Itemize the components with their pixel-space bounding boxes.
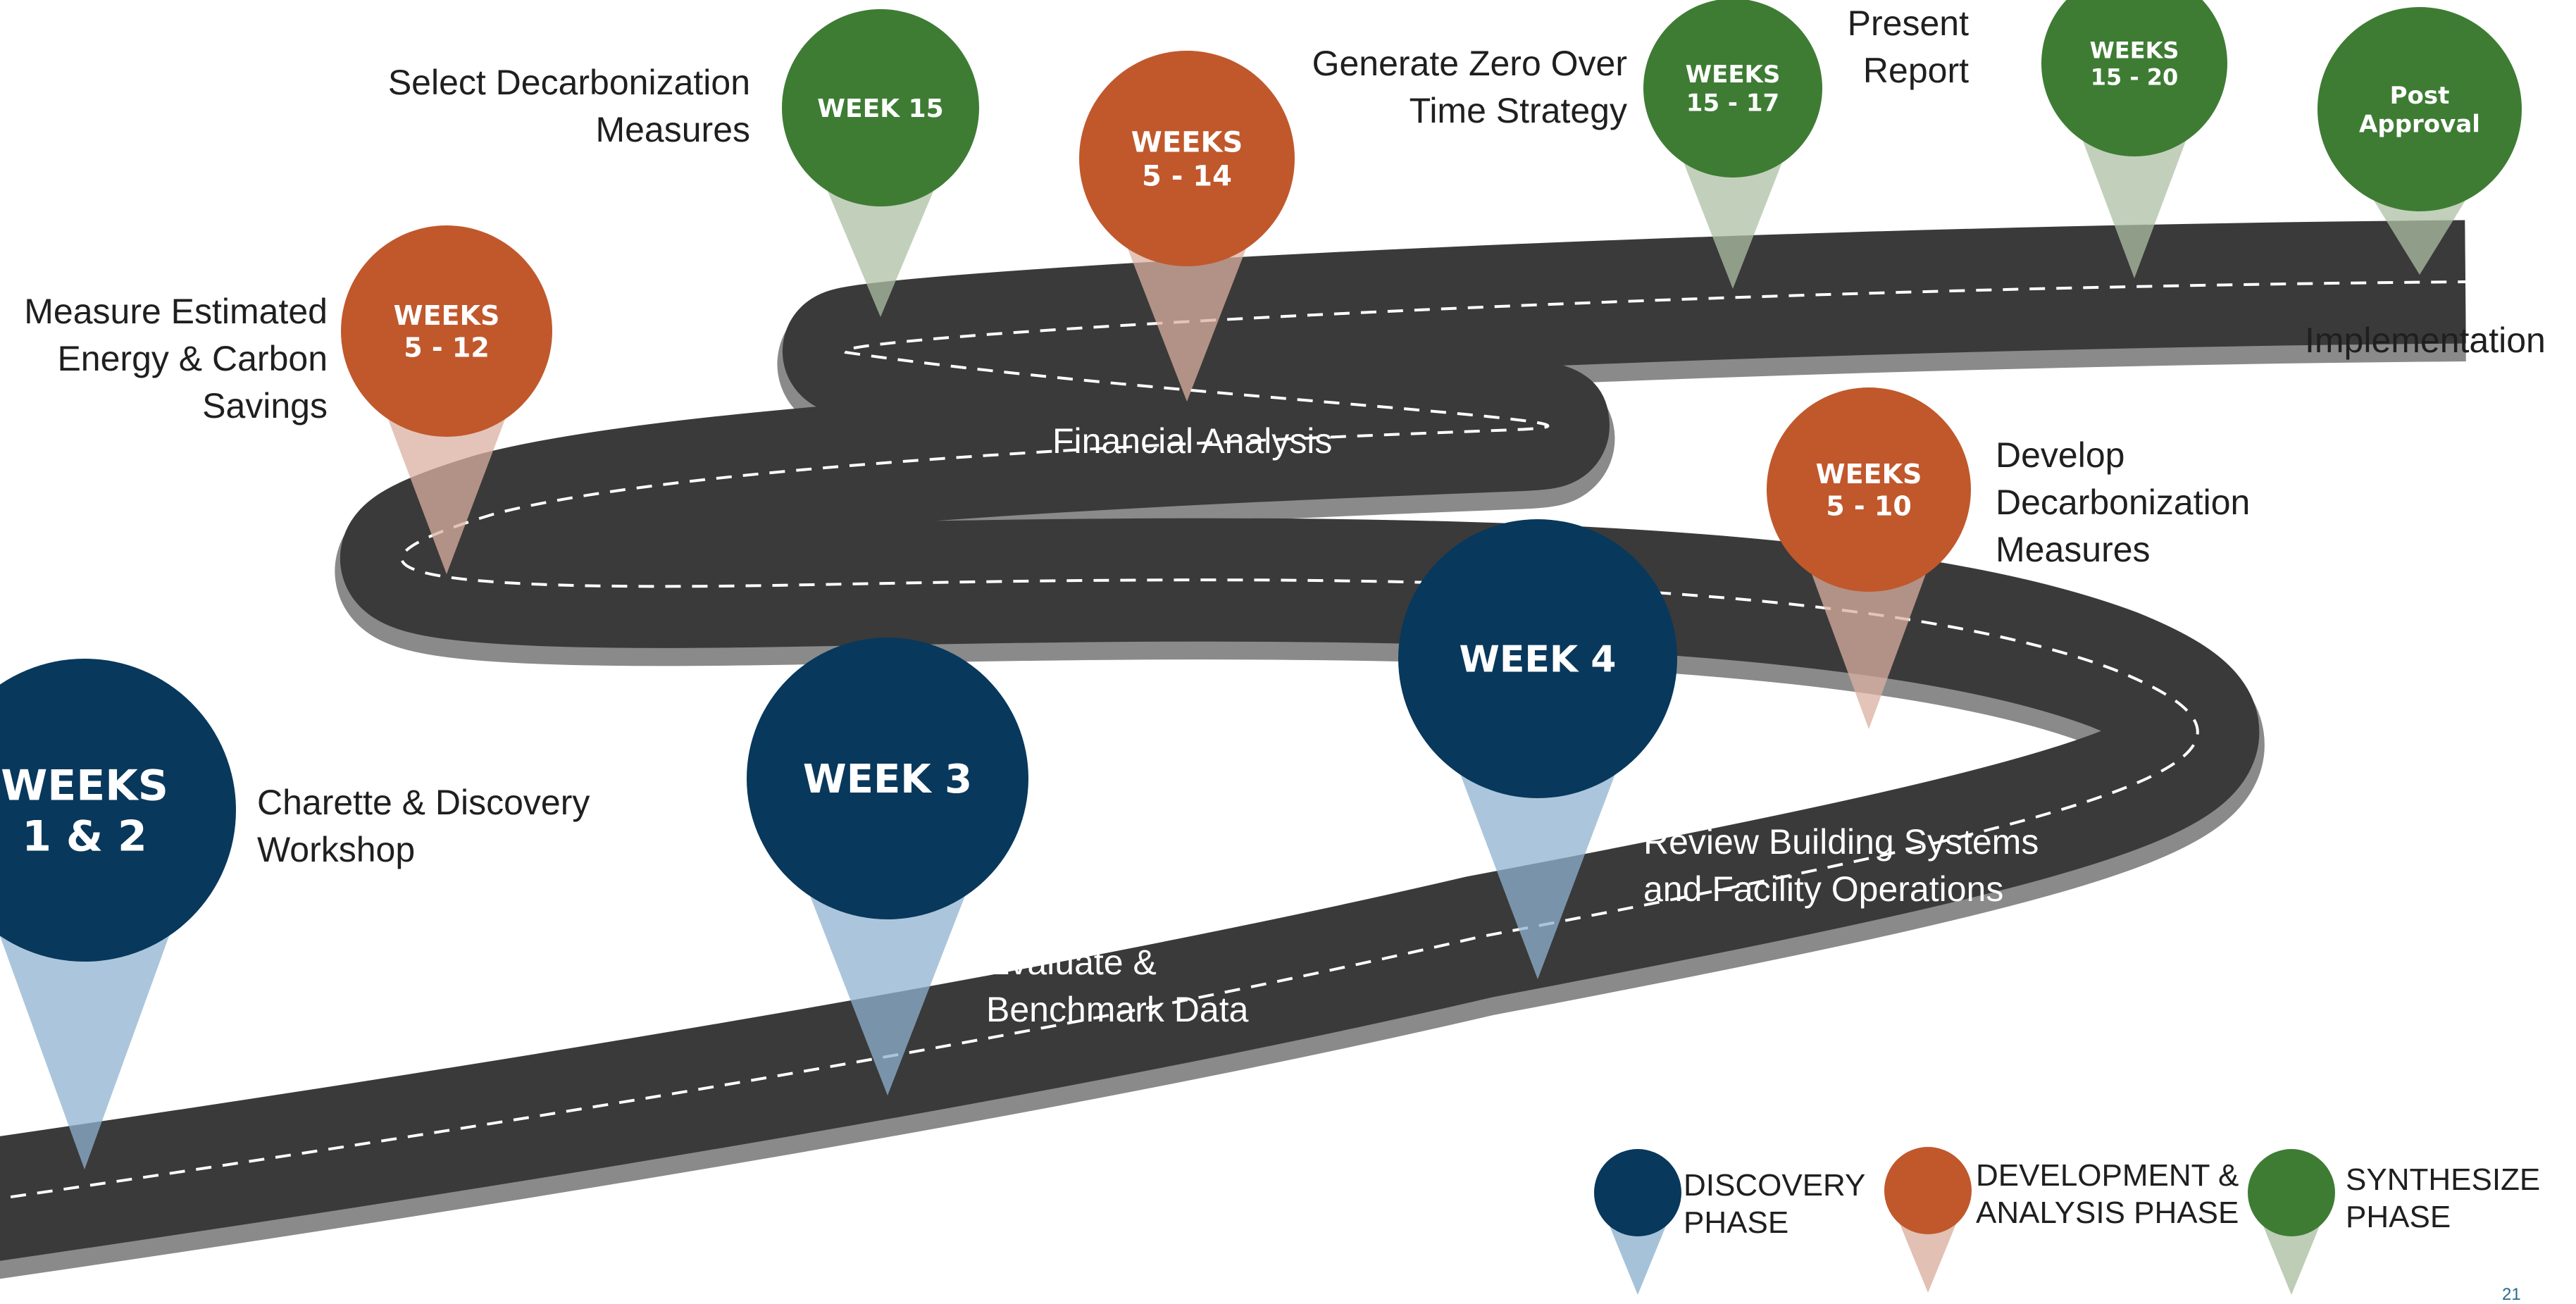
pin-circle-weeks-5-10: [1767, 387, 1971, 592]
legend-label-development: DEVELOPMENT &ANALYSIS PHASE: [1976, 1158, 2239, 1230]
pin-label-week-4-0: WEEK 4: [1460, 639, 1617, 681]
pin-circle-weeks-5-12: [341, 225, 552, 437]
road-center-line: [0, 280, 2466, 1200]
pin-circle-weeks-15-20: [2041, 0, 2227, 156]
pin-label-weeks-5-10-1: 5 - 10: [1826, 490, 1912, 521]
pin-tail-weeks-15-17: [1674, 137, 1792, 289]
pin-label-post-approval-0: Post: [2390, 82, 2450, 110]
page-number: 21: [2502, 1285, 2521, 1304]
legend-marker-development: [1884, 1147, 1972, 1293]
pin-label-weeks-5-14-1: 5 - 14: [1142, 160, 1232, 192]
pin-week-3: WEEK 3: [747, 638, 1028, 1095]
legend-tail-development: [1896, 1215, 1960, 1293]
legend-dot-development: [1884, 1147, 1972, 1234]
pin-tail-week-3: [795, 856, 981, 1095]
legend-tail-synthesize: [2260, 1217, 2323, 1295]
legend-marker-discovery: [1594, 1149, 1681, 1295]
pin-label-post-approval-1: Approval: [2359, 111, 2480, 139]
road-marker: ...: [1437, 768, 1455, 791]
pin-tail-weeks-5-10: [1801, 545, 1936, 729]
pin-tail-weeks-5-12: [377, 389, 516, 574]
pin-label-week-15-0: WEEK 15: [817, 94, 943, 123]
pin-week-4: WEEK 4: [1398, 519, 1677, 979]
pin-label-weeks-15-20-0: WEEKS: [2090, 37, 2179, 63]
pin-tail-weeks-5-14: [1116, 218, 1258, 402]
pin-circle-week-3: [747, 638, 1028, 919]
pin-circle-weeks-15-17: [1643, 0, 1822, 178]
pin-label-weeks-5-12-0: WEEKS: [394, 300, 500, 331]
pin-label-weeks-5-12-1: 5 - 12: [404, 332, 490, 363]
pin-tail-weeks-15-20: [2072, 114, 2196, 278]
pin-circle-weeks-5-14: [1079, 51, 1295, 266]
pin-label-weeks-5-14-0: WEEKS: [1131, 126, 1243, 159]
legend-dot-synthesize: [2248, 1149, 2335, 1236]
label-week-3: Evaluate &Benchmark Data: [986, 943, 1249, 1029]
pin-label-weeks-5-10-0: WEEKS: [1816, 459, 1922, 490]
legend-dot-discovery: [1594, 1149, 1681, 1236]
pin-tail-week-4: [1445, 735, 1630, 979]
pin-label-weeks-15-17-0: WEEKS: [1686, 61, 1781, 89]
pin-circle-week-15: [782, 9, 979, 206]
pin-label-week-3-0: WEEK 3: [803, 757, 972, 802]
pin-week-15: WEEK 15: [782, 9, 979, 317]
label-weeks-5-14: Financial Analysis: [1052, 421, 1333, 461]
pin-circle-weeks-1-2: [0, 659, 236, 962]
pin-label-weeks-1-2-1: 1 & 2: [22, 812, 147, 862]
pin-tail-weeks-1-2: [0, 893, 185, 1169]
label-post-approval: Implementation: [2305, 321, 2546, 360]
pin-label-weeks-15-17-1: 15 - 17: [1686, 89, 1779, 118]
legend-tail-discovery: [1606, 1217, 1669, 1295]
pin-circle-post-approval: [2317, 7, 2522, 211]
legend-marker-synthesize: [2248, 1149, 2335, 1295]
pin-label-weeks-1-2-0: WEEKS: [1, 762, 168, 811]
pin-label-weeks-15-20-1: 15 - 20: [2091, 64, 2179, 91]
pin-circle-week-4: [1398, 519, 1677, 798]
